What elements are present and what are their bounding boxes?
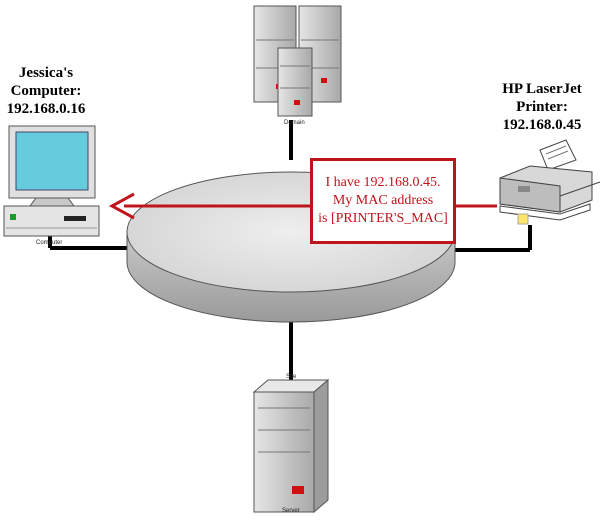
callout-line-1: I have 192.168.0.45.	[325, 175, 441, 190]
jessica-computer-label: Jessica's Computer: 192.168.0.16	[0, 64, 92, 118]
callout-line-2: My MAC address	[332, 193, 434, 208]
arp-reply-callout: I have 192.168.0.45. My MAC address is […	[310, 158, 456, 244]
site-caption: Site	[286, 374, 297, 380]
domain-servers-icon	[253, 5, 342, 117]
printer-icon	[499, 139, 601, 225]
jessica-name: Jessica's	[18, 65, 74, 81]
server-icon	[252, 378, 330, 514]
computer-caption: Computer	[36, 240, 63, 246]
computer-icon	[3, 125, 100, 237]
domain-servers-caption: Domain	[284, 120, 305, 126]
printer-type: Printer:	[516, 99, 568, 115]
printer-label: HP LaserJet Printer: 192.168.0.45	[478, 80, 606, 134]
jessica-ip: 192.168.0.16	[6, 101, 86, 117]
callout-line-3: is [PRINTER'S_MAC]	[318, 211, 448, 226]
printer-name: HP LaserJet	[502, 81, 582, 97]
jessica-type: Computer:	[10, 83, 82, 99]
network-links	[48, 120, 532, 385]
server-caption: Server	[282, 508, 300, 514]
printer-ip: 192.168.0.45	[502, 117, 582, 133]
